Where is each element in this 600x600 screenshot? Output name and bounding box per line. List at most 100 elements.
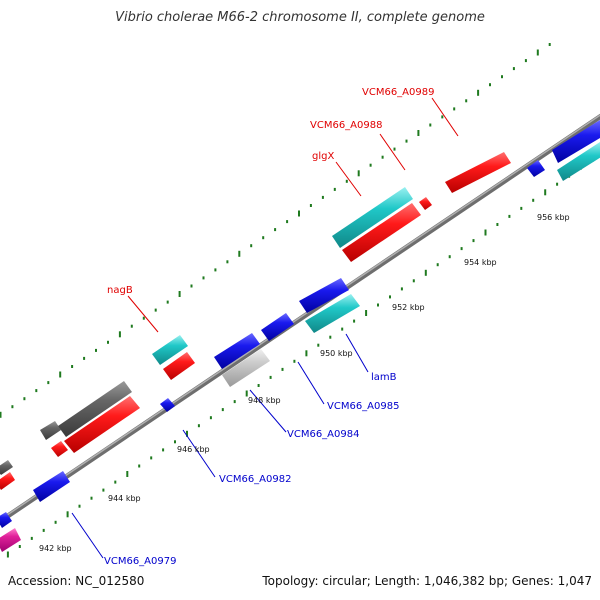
tick-mark [472, 239, 475, 243]
gene-feature[interactable] [552, 120, 600, 163]
tick-mark [186, 430, 188, 437]
tick-mark [333, 187, 336, 191]
tick-mark [130, 324, 133, 328]
tick-mark [71, 365, 74, 368]
gene-feature[interactable] [445, 152, 511, 193]
tick-mark [436, 263, 439, 267]
gene-feature[interactable] [557, 142, 600, 181]
gene-feature[interactable] [342, 203, 421, 262]
tick-mark [221, 408, 224, 412]
tick-mark [6, 551, 9, 558]
gene-features [0, 120, 600, 552]
gene-feature[interactable] [160, 398, 175, 412]
tick-mark [524, 59, 527, 63]
tick-mark [429, 123, 432, 127]
gene-feature[interactable] [51, 441, 68, 457]
tick-mark [520, 206, 523, 210]
tick-mark [162, 448, 165, 452]
tick-mark [150, 456, 153, 460]
tick-mark [377, 303, 379, 307]
gene-feature[interactable] [64, 396, 140, 453]
tick-mark [544, 189, 547, 196]
tick-mark [477, 89, 480, 96]
tick-mark [321, 195, 324, 199]
ruler-tick-row [6, 158, 594, 558]
tick-mark [536, 49, 539, 56]
tick-mark [11, 405, 14, 409]
tick-mark [389, 295, 391, 299]
gene-feature[interactable] [163, 352, 195, 380]
tick-mark [501, 75, 503, 79]
ruler-label-950: 950 kbp [320, 349, 353, 358]
tick-mark [42, 528, 45, 532]
tick-mark [465, 99, 468, 103]
tick-mark [47, 381, 50, 385]
tick-mark [262, 236, 265, 240]
outer-tick-row [0, 43, 551, 418]
tick-mark [142, 316, 145, 320]
tick-mark [102, 488, 105, 492]
tick-mark [484, 229, 487, 236]
gene-feature[interactable] [0, 528, 21, 552]
tick-mark [508, 214, 511, 218]
gene-feature[interactable] [332, 187, 413, 248]
tick-mark [166, 300, 169, 304]
gene-feature[interactable] [299, 278, 349, 313]
tick-mark [381, 155, 384, 159]
tick-mark [369, 163, 372, 167]
gene-feature[interactable] [0, 512, 12, 528]
gene-feature[interactable] [261, 313, 294, 341]
tick-mark [269, 375, 272, 379]
tick-mark [154, 308, 157, 312]
gene-feature[interactable] [33, 471, 70, 502]
tick-mark [174, 440, 176, 444]
tick-mark [453, 107, 456, 111]
gene-feature[interactable] [222, 349, 270, 387]
tick-mark [18, 545, 21, 548]
tick-mark [460, 247, 463, 251]
tick-mark [305, 350, 308, 357]
tick-mark [257, 384, 260, 387]
map-title: Vibrio cholerae M66-2 chromosome II, com… [115, 10, 485, 25]
gene-feature[interactable] [152, 335, 188, 365]
gene-feature[interactable] [0, 460, 13, 475]
tick-mark [365, 310, 368, 316]
gene-label-VCM66_A0985: VCM66_A0985 [327, 401, 399, 412]
tick-mark [202, 276, 205, 280]
topology-label: Topology: circular; Length: 1,046,382 bp… [262, 574, 592, 588]
gene-label-VCM66_A0988: VCM66_A0988 [310, 120, 382, 131]
gene-feature[interactable] [214, 333, 260, 369]
tick-mark [178, 291, 181, 297]
gene-label-VCM66_A0979: VCM66_A0979 [104, 556, 176, 567]
tick-mark [214, 268, 217, 272]
tick-mark [54, 520, 57, 524]
gene-feature[interactable] [40, 421, 61, 440]
tick-mark [66, 511, 69, 518]
chromosome-backbone-highlight [0, 114, 600, 521]
gene-label-lamB: lamB [371, 372, 397, 383]
tick-mark [317, 343, 320, 347]
tick-mark [405, 139, 408, 143]
ruler-label-952: 952 kbp [392, 303, 425, 312]
gene-label-nagB: nagB [107, 285, 133, 296]
tick-mark [0, 411, 2, 418]
chromosome-backbone [0, 113, 600, 525]
tick-mark [496, 223, 499, 226]
tick-mark [512, 67, 515, 71]
gene-feature[interactable] [527, 160, 545, 177]
gene-label-VCM66_A0982: VCM66_A0982 [219, 474, 291, 485]
gene-feature[interactable] [305, 294, 360, 333]
accession-label: Accession: NC_012580 [8, 574, 145, 588]
tick-mark [489, 83, 491, 87]
tick-mark [417, 130, 420, 136]
tick-mark [78, 504, 81, 508]
gene-feature[interactable] [0, 472, 15, 490]
gene-feature[interactable] [58, 381, 132, 437]
tick-mark [238, 250, 241, 257]
gene-label-glgX: glgX [312, 151, 334, 162]
tick-mark [59, 371, 62, 378]
tick-mark [245, 390, 248, 397]
tick-mark [353, 319, 356, 323]
gene-feature[interactable] [419, 197, 432, 210]
